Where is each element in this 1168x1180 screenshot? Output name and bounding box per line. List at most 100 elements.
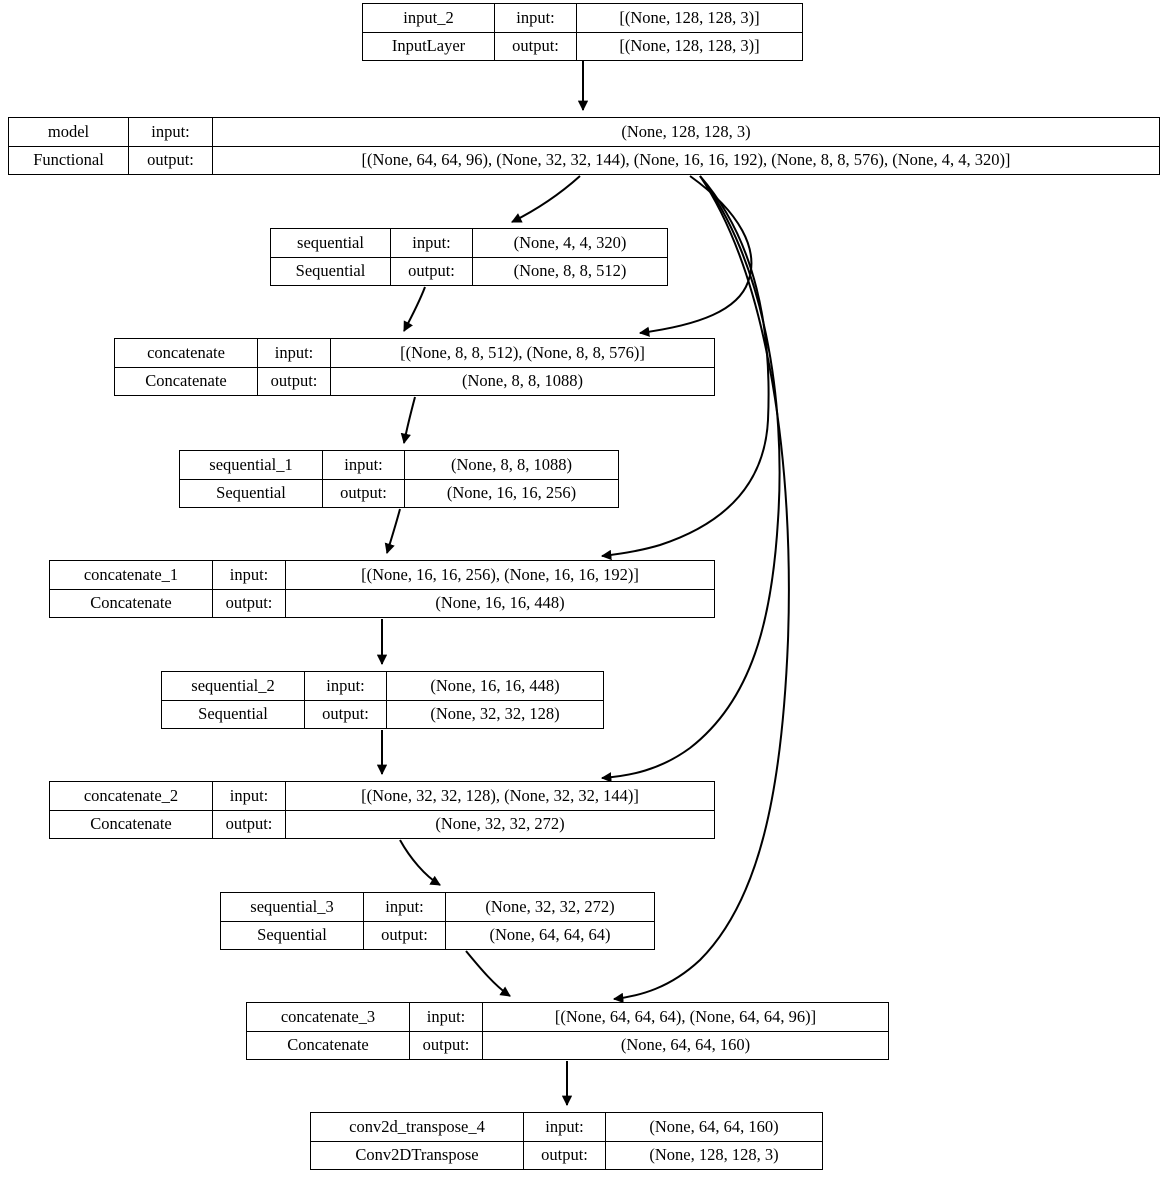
layer-type: Concatenate: [50, 810, 213, 838]
layer-type: Sequential: [180, 479, 323, 507]
input-shape: [(None, 16, 16, 256), (None, 16, 16, 192…: [361, 564, 639, 584]
input-shape: (None, 128, 128, 3): [621, 121, 751, 141]
input-shape: [(None, 64, 64, 64), (None, 64, 64, 96)]: [554, 1006, 817, 1026]
output-shape: (None, 128, 128, 3): [649, 1145, 779, 1164]
output-label: output:: [129, 146, 213, 174]
input-label: input:: [258, 339, 331, 367]
layer-name: concatenate_1: [50, 561, 213, 589]
output-shape: (None, 16, 16, 256): [446, 483, 577, 502]
input-label: input:: [410, 1003, 483, 1031]
input-label: input:: [213, 782, 286, 810]
edge-sequential3-to-concatenate3: [465, 950, 511, 997]
input-label: input:: [391, 229, 473, 257]
layer-type: Concatenate: [115, 367, 258, 395]
output-label: output:: [495, 32, 577, 60]
output-label: output:: [524, 1141, 606, 1169]
layer-type: InputLayer: [363, 32, 495, 60]
input-shape: (None, 4, 4, 320): [513, 232, 627, 252]
output-shape: (None, 64, 64, 160): [620, 1035, 751, 1054]
layer-type: Conv2DTranspose: [311, 1141, 524, 1169]
edge-sequential1-to-concatenate1: [384, 508, 401, 554]
layer-type: Sequential: [162, 700, 305, 728]
input-label: input:: [364, 893, 446, 921]
layer-type: Sequential: [271, 257, 391, 285]
input-label: input:: [323, 451, 405, 479]
layer-name: sequential_2: [162, 672, 305, 700]
output-label: output:: [391, 257, 473, 285]
input-shape: (None, 8, 8, 1088): [451, 454, 572, 474]
input-label: input:: [305, 672, 387, 700]
output-shape: (None, 8, 8, 1088): [462, 371, 583, 390]
input-label: input:: [213, 561, 286, 589]
layer-name: sequential: [271, 229, 391, 257]
layer-name: sequential_1: [180, 451, 323, 479]
input-label: input:: [524, 1113, 606, 1141]
output-label: output:: [410, 1031, 483, 1059]
layer-name: model: [9, 118, 129, 146]
output-label: output:: [213, 589, 286, 617]
layer-type: Concatenate: [50, 589, 213, 617]
output-label: output:: [323, 479, 405, 507]
input-label: input:: [129, 118, 213, 146]
layer-name: concatenate_3: [247, 1003, 410, 1031]
output-label: output:: [213, 810, 286, 838]
output-shape: [(None, 128, 128, 3)]: [619, 36, 760, 55]
layer-type: Concatenate: [247, 1031, 410, 1059]
output-label: output:: [258, 367, 331, 395]
output-shape: [(None, 64, 64, 96), (None, 32, 32, 144)…: [361, 150, 1011, 169]
edge-sequential-to-concatenate: [403, 286, 426, 332]
layer-name: sequential_3: [221, 893, 364, 921]
input-shape: (None, 16, 16, 448): [430, 675, 560, 695]
edge-concatenate-to-sequential1: [400, 396, 416, 445]
input-label: input:: [495, 4, 577, 32]
output-shape: (None, 16, 16, 448): [435, 593, 565, 612]
edge-concatenate2-to-sequential3: [399, 839, 441, 886]
layer-type: Functional: [9, 146, 129, 174]
edge-model-to-sequential: [511, 175, 581, 223]
input-shape: [(None, 32, 32, 128), (None, 32, 32, 144…: [361, 785, 639, 805]
output-shape: (None, 8, 8, 512): [513, 261, 627, 280]
output-label: output:: [364, 921, 446, 949]
input-shape: [(None, 8, 8, 512), (None, 8, 8, 576)]: [400, 342, 645, 362]
input-shape: [(None, 128, 128, 3)]: [619, 7, 760, 27]
layer-name: concatenate: [115, 339, 258, 367]
output-shape: (None, 64, 64, 64): [489, 925, 611, 944]
output-shape: (None, 32, 32, 128): [430, 704, 560, 723]
input-shape: (None, 64, 64, 160): [649, 1116, 779, 1136]
output-shape: (None, 32, 32, 272): [435, 814, 565, 833]
layer-name: conv2d_transpose_4: [311, 1113, 524, 1141]
layer-type: Sequential: [221, 921, 364, 949]
